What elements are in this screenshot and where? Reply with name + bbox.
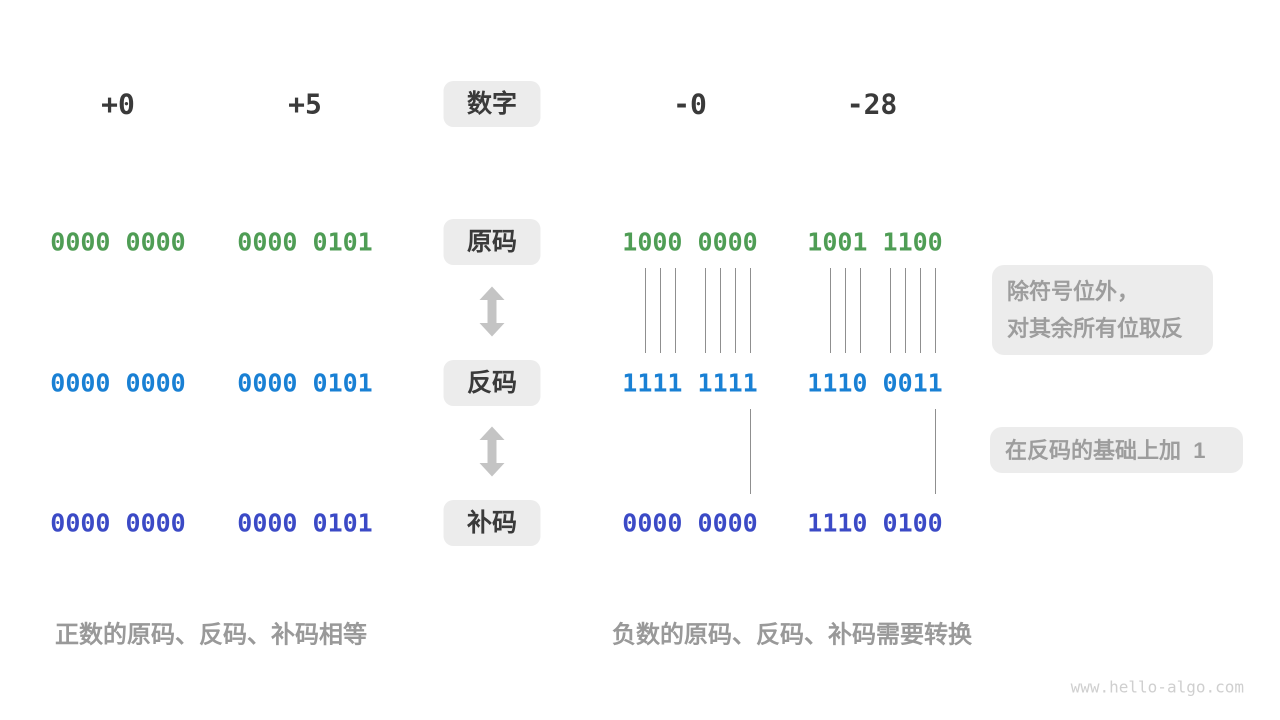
twos-complement-neg-zero: 0000 0000	[622, 508, 758, 538]
invert-bits-note-line2: 对其余所有位取反	[1007, 316, 1184, 341]
column-header-pos-five: +5	[288, 87, 322, 121]
sign-magnitude-label: 原码	[466, 227, 517, 256]
bit-tick-line	[645, 268, 646, 353]
bit-tick-line	[860, 268, 861, 353]
bit-tick-line	[890, 268, 891, 353]
sign-magnitude-neg-zero: 1000 0000	[622, 227, 758, 257]
twos-complement-pos-five: 0000 0101	[237, 508, 373, 538]
sign-magnitude-pos-zero: 0000 0000	[50, 227, 186, 257]
bit-tick-line	[735, 268, 736, 353]
bit-tick-line	[750, 409, 751, 494]
negative-numbers-caption: 负数的原码、反码、补码需要转换	[612, 621, 972, 649]
ones-complement-pos-zero: 0000 0000	[50, 368, 186, 398]
invert-bits-note-line1: 除符号位外，	[1007, 279, 1140, 304]
twos-complement-pill: 补码	[443, 500, 541, 546]
add-one-note-text: 在反码的基础上加 1	[1005, 437, 1206, 463]
invert-bits-note: 除符号位外， 对其余所有位取反	[992, 265, 1213, 355]
add-one-note: 在反码的基础上加 1	[990, 427, 1243, 473]
bit-tick-line	[660, 268, 661, 353]
bit-tick-line	[905, 268, 906, 353]
number-label: 数字	[466, 89, 517, 118]
twos-complement-label: 补码	[466, 508, 517, 537]
swap-arrow-icon	[479, 426, 505, 482]
bit-tick-line	[720, 268, 721, 353]
bit-tick-line	[935, 409, 936, 494]
column-header-neg-zero: -0	[673, 87, 707, 121]
ones-complement-pill: 反码	[443, 360, 541, 406]
twos-complement-neg-28: 1110 0100	[807, 508, 943, 538]
positive-numbers-caption: 正数的原码、反码、补码相等	[55, 621, 367, 649]
site-watermark: www.hello-algo.com	[1070, 677, 1244, 697]
bit-tick-line	[675, 268, 676, 353]
bit-tick-line	[935, 268, 936, 353]
column-header-neg-28: -28	[846, 87, 898, 121]
bit-tick-line	[830, 268, 831, 353]
ones-complement-label: 反码	[466, 368, 517, 397]
number-label-pill: 数字	[443, 81, 541, 127]
bit-tick-line	[705, 268, 706, 353]
bit-tick-line	[845, 268, 846, 353]
ones-complement-neg-zero: 1111 1111	[622, 368, 758, 398]
bit-tick-line	[750, 268, 751, 353]
bit-tick-line	[920, 268, 921, 353]
ones-complement-neg-28: 1110 0011	[807, 368, 943, 398]
swap-arrow-icon	[479, 286, 505, 342]
sign-magnitude-neg-28: 1001 1100	[807, 227, 943, 257]
twos-complement-pos-zero: 0000 0000	[50, 508, 186, 538]
sign-magnitude-pill: 原码	[443, 219, 541, 265]
ones-complement-pos-five: 0000 0101	[237, 368, 373, 398]
sign-magnitude-pos-five: 0000 0101	[237, 227, 373, 257]
column-header-pos-zero: +0	[101, 87, 135, 121]
